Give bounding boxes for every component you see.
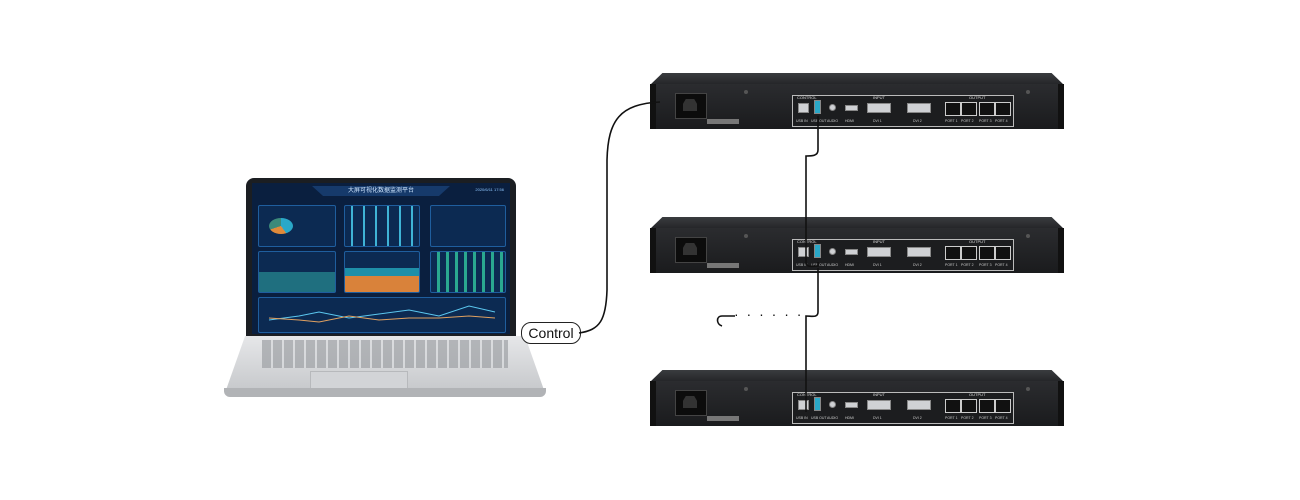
- dashboard-panel-bars: [344, 205, 420, 247]
- dashboard-panel-waves: [344, 251, 420, 293]
- laptop-keyboard: [262, 340, 508, 368]
- dashboard-time: 2020/6/11 17:56: [475, 187, 504, 192]
- io-panel: CONTROL INPUT OUTPUT USB IN USB OUT AUDI…: [792, 95, 1014, 127]
- laptop-screen: 大屏可视化数据监测平台 2020/6/11 17:56: [252, 183, 510, 334]
- dvi-1-port[interactable]: [867, 247, 891, 257]
- port-label: AUDIO: [827, 416, 839, 420]
- group-output-label: OUTPUT: [969, 95, 986, 100]
- port-label: DVI 1: [873, 416, 882, 420]
- port-1[interactable]: [945, 102, 961, 116]
- audio-port[interactable]: [829, 248, 836, 255]
- port-label: PORT 4: [995, 119, 1008, 123]
- port-label: PORT 1: [945, 416, 958, 420]
- control-label: Control: [521, 322, 581, 344]
- port-3[interactable]: [979, 246, 995, 260]
- cascade-ellipsis: · · · · · ·: [734, 306, 804, 322]
- usb-out-port[interactable]: [814, 244, 821, 258]
- control-cable-laptop: [578, 101, 661, 334]
- dvi-2-port[interactable]: [907, 247, 931, 257]
- power-socket-icon: [675, 237, 707, 263]
- port-2[interactable]: [961, 399, 977, 413]
- group-output-label: OUTPUT: [969, 392, 986, 397]
- port-label: PORT 3: [979, 416, 992, 420]
- group-input-label: INPUT: [873, 95, 885, 100]
- port-label: USB IN: [796, 416, 808, 420]
- port-label: DVI 1: [873, 263, 882, 267]
- audio-port[interactable]: [829, 401, 836, 408]
- port-label: USB IN: [796, 119, 808, 123]
- port-label: PORT 3: [979, 119, 992, 123]
- hdmi-port[interactable]: [845, 402, 858, 408]
- dashboard-panel-peaks: [430, 205, 506, 247]
- port-label: DVI 2: [913, 416, 922, 420]
- controller-device-3: CONTROL INPUT OUTPUT USB IN USB OUT AUDI…: [650, 370, 1064, 426]
- cascade-cable-2: [805, 268, 819, 412]
- group-input-label: INPUT: [873, 392, 885, 397]
- dashboard-panel-columns: [430, 251, 506, 293]
- controller-device-1: CONTROL INPUT OUTPUT USB IN USB OUT AUDI…: [650, 73, 1064, 129]
- dashboard-panel-area: [258, 251, 336, 293]
- port-label: HDMI: [845, 416, 854, 420]
- port-label: PORT 4: [995, 263, 1008, 267]
- port-2[interactable]: [961, 246, 977, 260]
- port-4[interactable]: [995, 399, 1011, 413]
- cascade-cable-dots-lead: [716, 315, 735, 327]
- port-label: PORT 1: [945, 263, 958, 267]
- device-nameplate: [707, 263, 739, 268]
- port-label: DVI 2: [913, 119, 922, 123]
- port-label: PORT 4: [995, 416, 1008, 420]
- port-label: PORT 2: [961, 416, 974, 420]
- io-panel: CONTROL INPUT OUTPUT USB IN USB OUT AUDI…: [792, 392, 1014, 424]
- dashboard-panel-lines: [258, 297, 506, 333]
- port-3[interactable]: [979, 399, 995, 413]
- io-panel: CONTROL INPUT OUTPUT USB IN USB OUT AUDI…: [792, 239, 1014, 271]
- dashboard-title: 大屏可视化数据监测平台: [312, 186, 450, 196]
- dashboard-panel-pie: [258, 205, 336, 247]
- dvi-1-port[interactable]: [867, 103, 891, 113]
- usb-out-port[interactable]: [814, 100, 821, 114]
- power-socket-icon: [675, 390, 707, 416]
- port-1[interactable]: [945, 246, 961, 260]
- usb-out-port[interactable]: [814, 397, 821, 411]
- dvi-2-port[interactable]: [907, 103, 931, 113]
- hdmi-port[interactable]: [845, 249, 858, 255]
- usb-in-port[interactable]: [798, 247, 809, 257]
- port-2[interactable]: [961, 102, 977, 116]
- port-label: PORT 2: [961, 119, 974, 123]
- audio-port[interactable]: [829, 104, 836, 111]
- port-label: DVI 1: [873, 119, 882, 123]
- laptop-base-edge: [224, 388, 546, 397]
- cascade-cable-1: [805, 116, 819, 268]
- port-label: AUDIO: [827, 119, 839, 123]
- port-4[interactable]: [995, 246, 1011, 260]
- port-4[interactable]: [995, 102, 1011, 116]
- group-input-label: INPUT: [873, 239, 885, 244]
- device-nameplate: [707, 416, 739, 421]
- port-label: USB IN: [796, 263, 808, 267]
- usb-in-port[interactable]: [798, 400, 809, 410]
- power-socket-icon: [675, 93, 707, 119]
- port-label: USB OUT: [811, 416, 827, 420]
- port-label: PORT 1: [945, 119, 958, 123]
- port-label: DVI 2: [913, 263, 922, 267]
- port-label: HDMI: [845, 263, 854, 267]
- controller-device-2: CONTROL INPUT OUTPUT USB IN USB OUT AUDI…: [650, 217, 1064, 273]
- port-label: HDMI: [845, 119, 854, 123]
- group-control-label: CONTROL: [797, 95, 817, 100]
- usb-in-port[interactable]: [798, 103, 809, 113]
- port-1[interactable]: [945, 399, 961, 413]
- dvi-2-port[interactable]: [907, 400, 931, 410]
- port-label: PORT 2: [961, 263, 974, 267]
- group-output-label: OUTPUT: [969, 239, 986, 244]
- device-nameplate: [707, 119, 739, 124]
- port-3[interactable]: [979, 102, 995, 116]
- dvi-1-port[interactable]: [867, 400, 891, 410]
- port-label: PORT 3: [979, 263, 992, 267]
- hdmi-port[interactable]: [845, 105, 858, 111]
- port-label: AUDIO: [827, 263, 839, 267]
